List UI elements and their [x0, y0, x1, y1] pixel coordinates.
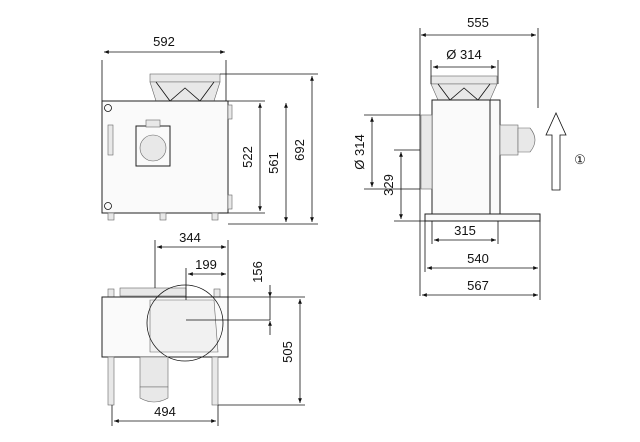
dim-height-692: 692 — [292, 139, 307, 161]
dim-base-567: 567 — [467, 278, 489, 293]
side-view: 555 Ø 314 Ø 314 329 315 540 567 ① — [352, 15, 586, 300]
bottom-view: 344 199 156 505 494 — [101, 230, 305, 426]
dim-depth-505: 505 — [280, 341, 295, 363]
motor-icon — [517, 127, 536, 153]
dim-height-561: 561 — [266, 152, 281, 174]
dim-base-540: 540 — [467, 251, 489, 266]
dim-inlet-height-329: 329 — [381, 174, 396, 196]
dim-494: 494 — [154, 404, 176, 419]
dim-344: 344 — [179, 230, 201, 245]
dim-width-592: 592 — [153, 34, 175, 49]
fan-icon — [139, 134, 167, 162]
front-view: 592 522 561 692 — [101, 34, 318, 225]
motor-icon — [139, 356, 169, 388]
dim-height-522: 522 — [240, 146, 255, 168]
dim-199: 199 — [195, 257, 217, 272]
flow-marker: ① — [574, 152, 586, 167]
airflow-arrow-icon — [545, 112, 567, 191]
dim-base-315: 315 — [454, 223, 476, 238]
inlet-circle — [146, 284, 224, 362]
dim-outlet-diameter: Ø 314 — [446, 47, 481, 62]
dim-inlet-diameter: Ø 314 — [352, 134, 367, 169]
dim-156: 156 — [250, 261, 265, 283]
dim-width-555: 555 — [467, 15, 489, 30]
